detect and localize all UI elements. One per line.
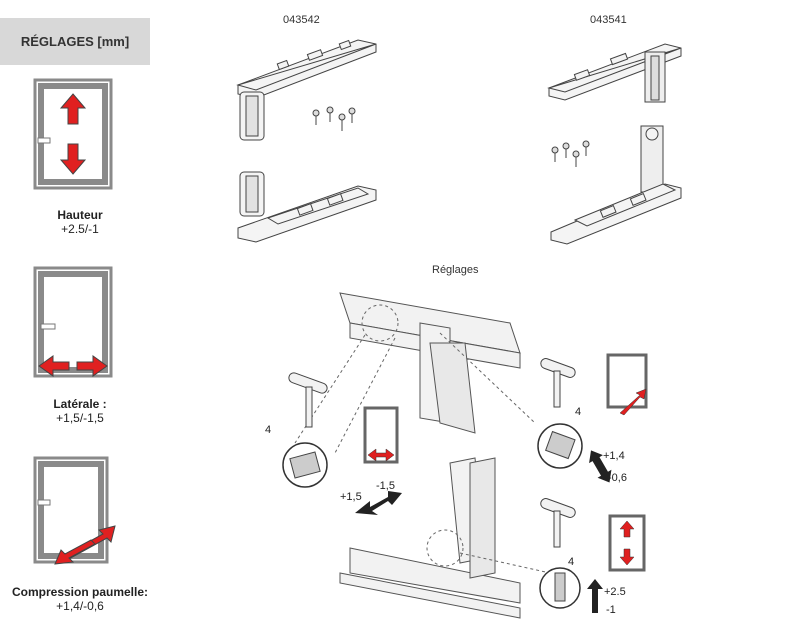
dim-label-left: 4 — [265, 424, 272, 436]
window-lateral-arrows-icon — [33, 266, 113, 378]
lateral-caption: Latérale : +1,5/-1,5 — [0, 397, 160, 425]
compression-minus-label: -0,6 — [608, 472, 627, 484]
adjustments-title: Réglages — [432, 264, 479, 276]
screws-right-illustration — [551, 140, 590, 167]
height-title: Hauteur — [57, 208, 103, 222]
window-height-arrows-icon — [33, 78, 113, 190]
height-value: +2.5/-1 — [61, 222, 99, 236]
hinge-043542-bottom-illustration — [237, 171, 377, 243]
reference-left: 043542 — [283, 14, 320, 26]
sidebar-header: RÉGLAGES [mm] — [0, 18, 150, 65]
height-caption: Hauteur +2.5/-1 — [0, 208, 160, 236]
lateral-plus-label: +1,5 — [340, 491, 362, 503]
window-compression-arrows-icon — [33, 456, 116, 565]
reference-right: 043541 — [590, 14, 627, 26]
screws-illustration — [312, 106, 356, 131]
hinge-043542-top-illustration — [236, 39, 377, 141]
hinge-043541-bottom-illustration — [550, 125, 682, 245]
compression-title: Compression paumelle: — [11, 585, 149, 599]
lateral-title: Latérale : — [53, 397, 107, 411]
assembly-diagram — [282, 292, 648, 619]
compression-value: +1,4/-0,6 — [56, 599, 104, 613]
lateral-minus-label: -1,5 — [376, 480, 395, 492]
compression-plus-label: +1,4 — [603, 450, 625, 462]
height-minus-label: -1 — [606, 604, 616, 616]
dim-label-right-bottom: 4 — [568, 556, 575, 568]
hinge-043541-top-illustration — [547, 43, 682, 103]
height-plus-label: +2.5 — [604, 586, 626, 598]
lateral-value: +1,5/-1,5 — [56, 411, 104, 425]
compression-caption: Compression paumelle: +1,4/-0,6 — [0, 585, 160, 613]
dim-label-right-top: 4 — [575, 406, 582, 418]
